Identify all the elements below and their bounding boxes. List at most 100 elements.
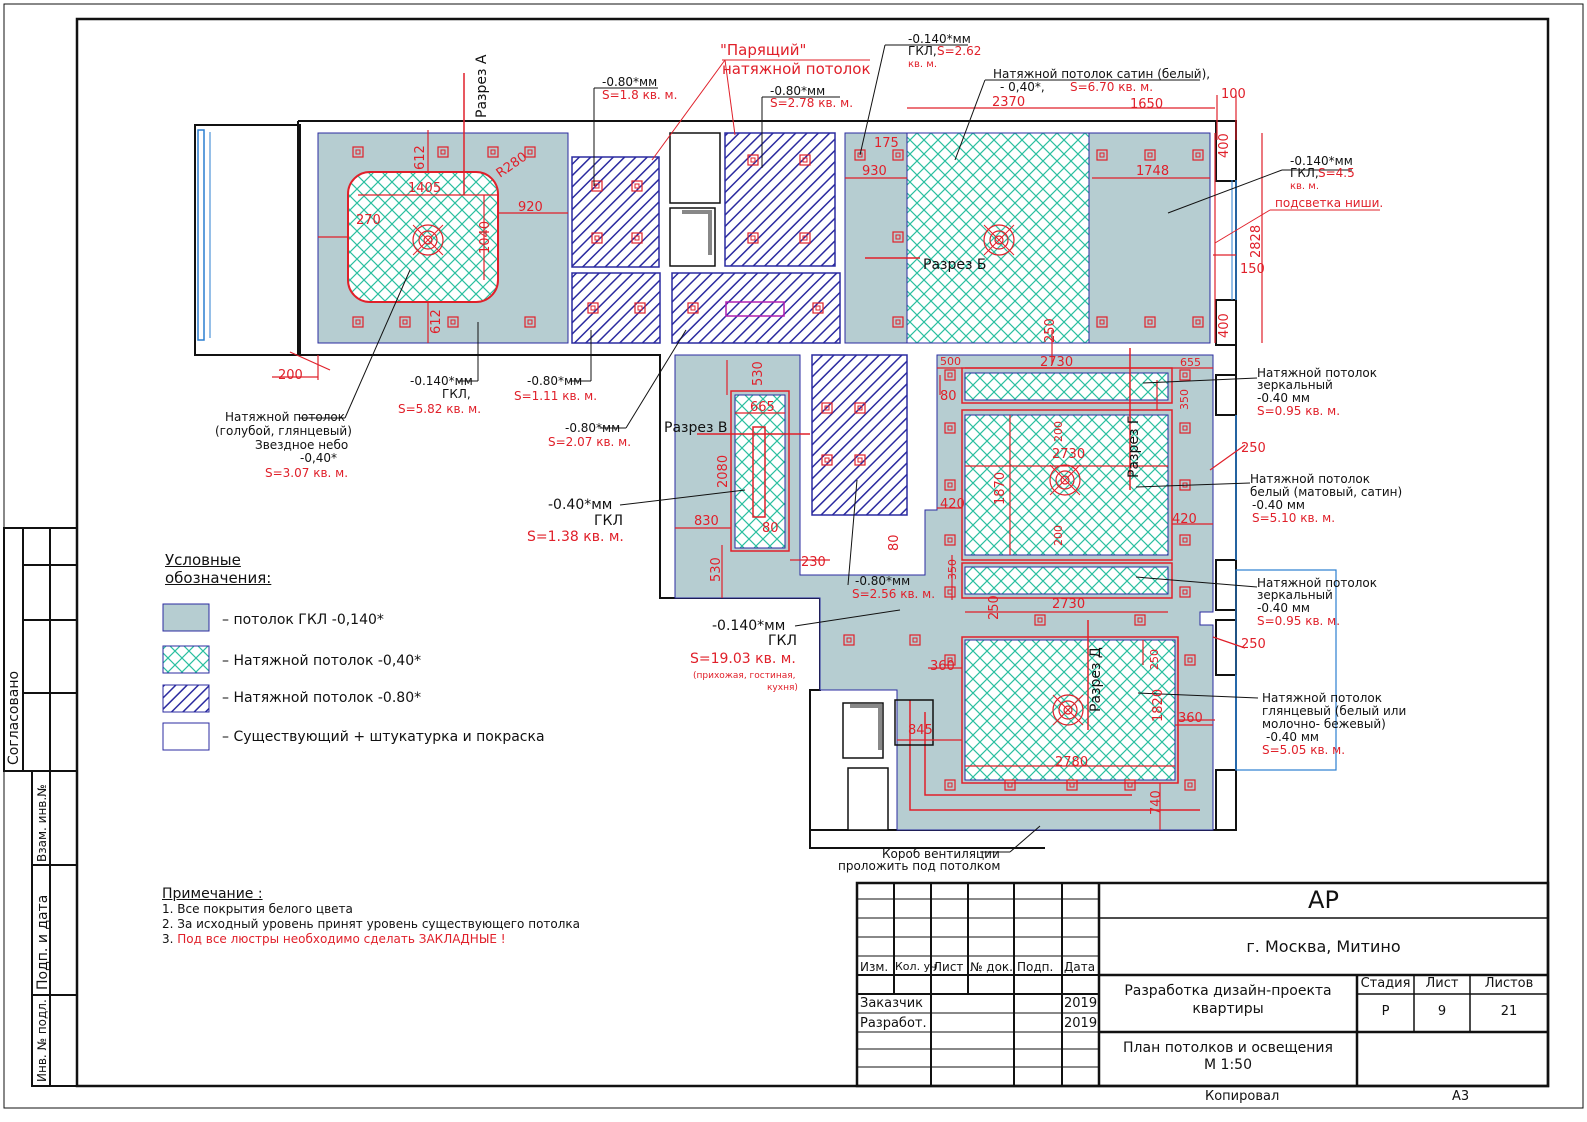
dim-text: 250 — [987, 595, 1002, 620]
col-header-date: Дата — [1064, 960, 1096, 974]
dim-text: 830 — [694, 514, 719, 529]
dim-text: 200 — [278, 368, 303, 383]
dim-text: 920 — [518, 200, 543, 215]
zone-label-level: -0.40 мм — [1257, 391, 1310, 405]
zone-label-type: глянцевый (белый или — [1262, 704, 1406, 718]
dim-text: 1040 — [478, 221, 493, 254]
role-developer-year: 2019 — [1064, 1016, 1098, 1031]
dim-text: 80 — [762, 521, 779, 536]
col-header-change: Изм. — [860, 960, 889, 974]
zone-label-level: -0.140*мм — [712, 618, 785, 634]
doc-code: АР — [1308, 886, 1339, 914]
dim-text: 612 — [413, 145, 428, 170]
dim-text: 1820 — [1151, 689, 1166, 722]
zone-label-area: S=0.95 кв. м. — [1257, 404, 1340, 418]
zone-label-area: S=1.11 кв. м. — [514, 389, 597, 403]
sheets-header: Листов — [1484, 976, 1534, 991]
dim-text: 655 — [1180, 356, 1201, 369]
deep-stretch-zones — [571, 132, 908, 516]
col-header-count: Кол. уч — [895, 960, 937, 973]
zone-label-type: ГКЛ, — [1290, 166, 1319, 180]
zone-label-level: -0.40*мм — [548, 497, 612, 513]
dim-text: 2730 — [1040, 355, 1073, 370]
leader-lines — [300, 44, 1352, 853]
niche-light-label: подсветка ниши. — [1275, 196, 1383, 210]
zone-label-type: Звездное небо — [255, 438, 348, 452]
legend-item-deep-stretch: – Натяжной потолок -0.80* — [222, 690, 422, 706]
notes-title: Примечание : — [162, 886, 263, 902]
dim-text: 530 — [709, 557, 724, 582]
zone-label-type: зеркальный — [1257, 588, 1333, 602]
zone-label-area: S=4.5 — [1318, 166, 1355, 180]
zone-label-type: белый (матовый, сатин) — [1250, 485, 1402, 499]
stage-header: Стадия — [1360, 976, 1411, 991]
zone-label-type: ГКЛ, — [908, 44, 937, 58]
zone-label-level: - 0,40*, — [1000, 80, 1045, 94]
dim-text: 350 — [946, 559, 959, 580]
vent-duct-label: Короб вентиляции — [882, 847, 1000, 861]
vent-duct-label: проложить под потолком — [838, 859, 1000, 873]
dim-text: 200 — [1052, 421, 1065, 442]
zone-label-level: -0,40* — [300, 451, 337, 465]
balcony-left — [194, 124, 301, 356]
stage-value: Р — [1381, 1004, 1390, 1019]
project-name-2: квартиры — [1192, 1001, 1264, 1017]
project-name-1: Разработка дизайн-проекта — [1124, 983, 1332, 999]
dim-text: 2780 — [1055, 755, 1088, 770]
stamp-sign-date: Подп. и дата — [35, 894, 51, 990]
zone-label-unit: кв. м. — [908, 59, 937, 70]
zone-label-level: -0.80*мм — [527, 374, 582, 388]
dim-text: 1748 — [1136, 164, 1169, 179]
section-d-label: Разрез Д — [1088, 647, 1104, 712]
zone-label-level: -0.80*мм — [565, 421, 620, 435]
dim-text: 80 — [940, 389, 957, 404]
zone-label-level: -0.80*мм — [770, 84, 825, 98]
dim-text: 1405 — [408, 181, 441, 196]
floating-label-1: "Парящий" — [720, 41, 806, 59]
legend-title-line: Условные — [165, 551, 241, 569]
notes: Примечание : 1. Все покрытия белого цвет… — [162, 887, 580, 947]
zone-label-level: -0.40 мм — [1257, 601, 1310, 615]
fixtures — [669, 132, 934, 831]
floating-ceiling-leaders — [651, 59, 1380, 244]
dim-text: 665 — [750, 400, 775, 415]
dim-text: 400 — [1217, 313, 1232, 338]
zone-label-area: S=1.38 кв. м. — [527, 529, 624, 545]
role-customer: Заказчик — [860, 996, 924, 1011]
dim-text: 2730 — [1052, 597, 1085, 612]
stamp-agreed: Согласовано — [6, 670, 22, 765]
dim-text: 420 — [1172, 512, 1197, 527]
note-item: 2. За исходный уровень принят уровень су… — [162, 917, 581, 931]
zone-label-area: S=2.78 кв. м. — [770, 96, 853, 110]
dim-text: 270 — [356, 213, 381, 228]
section-b-label: Разрез Б — [923, 257, 986, 273]
zone-label-area: S=0.95 кв. м. — [1257, 614, 1340, 628]
zone-label-type: Натяжной потолок — [1257, 366, 1377, 380]
sheets-value: 21 — [1500, 1004, 1518, 1019]
sheet-header: Лист — [1425, 976, 1459, 991]
zone-label-type: Натяжной потолок — [1262, 691, 1382, 705]
dim-text: 150 — [1240, 262, 1265, 277]
zone-label-level: -0.80*мм — [855, 574, 910, 588]
sheet-title-2: М 1:50 — [1204, 1057, 1252, 1073]
dim-text: 100 — [1221, 87, 1246, 102]
note-item: 3. Под все люстры необходимо сделать ЗАК… — [162, 932, 580, 947]
col-header-sign: Подп. — [1017, 960, 1054, 974]
sheet-value: 9 — [1437, 1004, 1447, 1019]
dim-text: 740 — [1149, 790, 1164, 815]
stretch-zones — [347, 132, 1176, 781]
zone-label-area: S=2.62 — [937, 44, 981, 58]
paper-format: А3 — [1452, 1089, 1470, 1104]
stamp-replaced-inv: Взам. инв.№ — [35, 784, 49, 862]
zone-label-level: -0.80*мм — [602, 75, 657, 89]
dim-text: 80 — [887, 534, 902, 551]
dim-text: 250 — [1043, 318, 1058, 343]
col-header-sheet: Лист — [933, 960, 964, 974]
dim-text: 250 — [1148, 649, 1161, 670]
dim-text: 175 — [874, 136, 899, 151]
side-stamp — [3, 527, 78, 1087]
section-v-label: Разрез В — [664, 420, 727, 436]
location: г. Москва, Митино — [1246, 937, 1401, 956]
legend-item-stretch: – Натяжной потолок -0,40* — [222, 653, 422, 669]
